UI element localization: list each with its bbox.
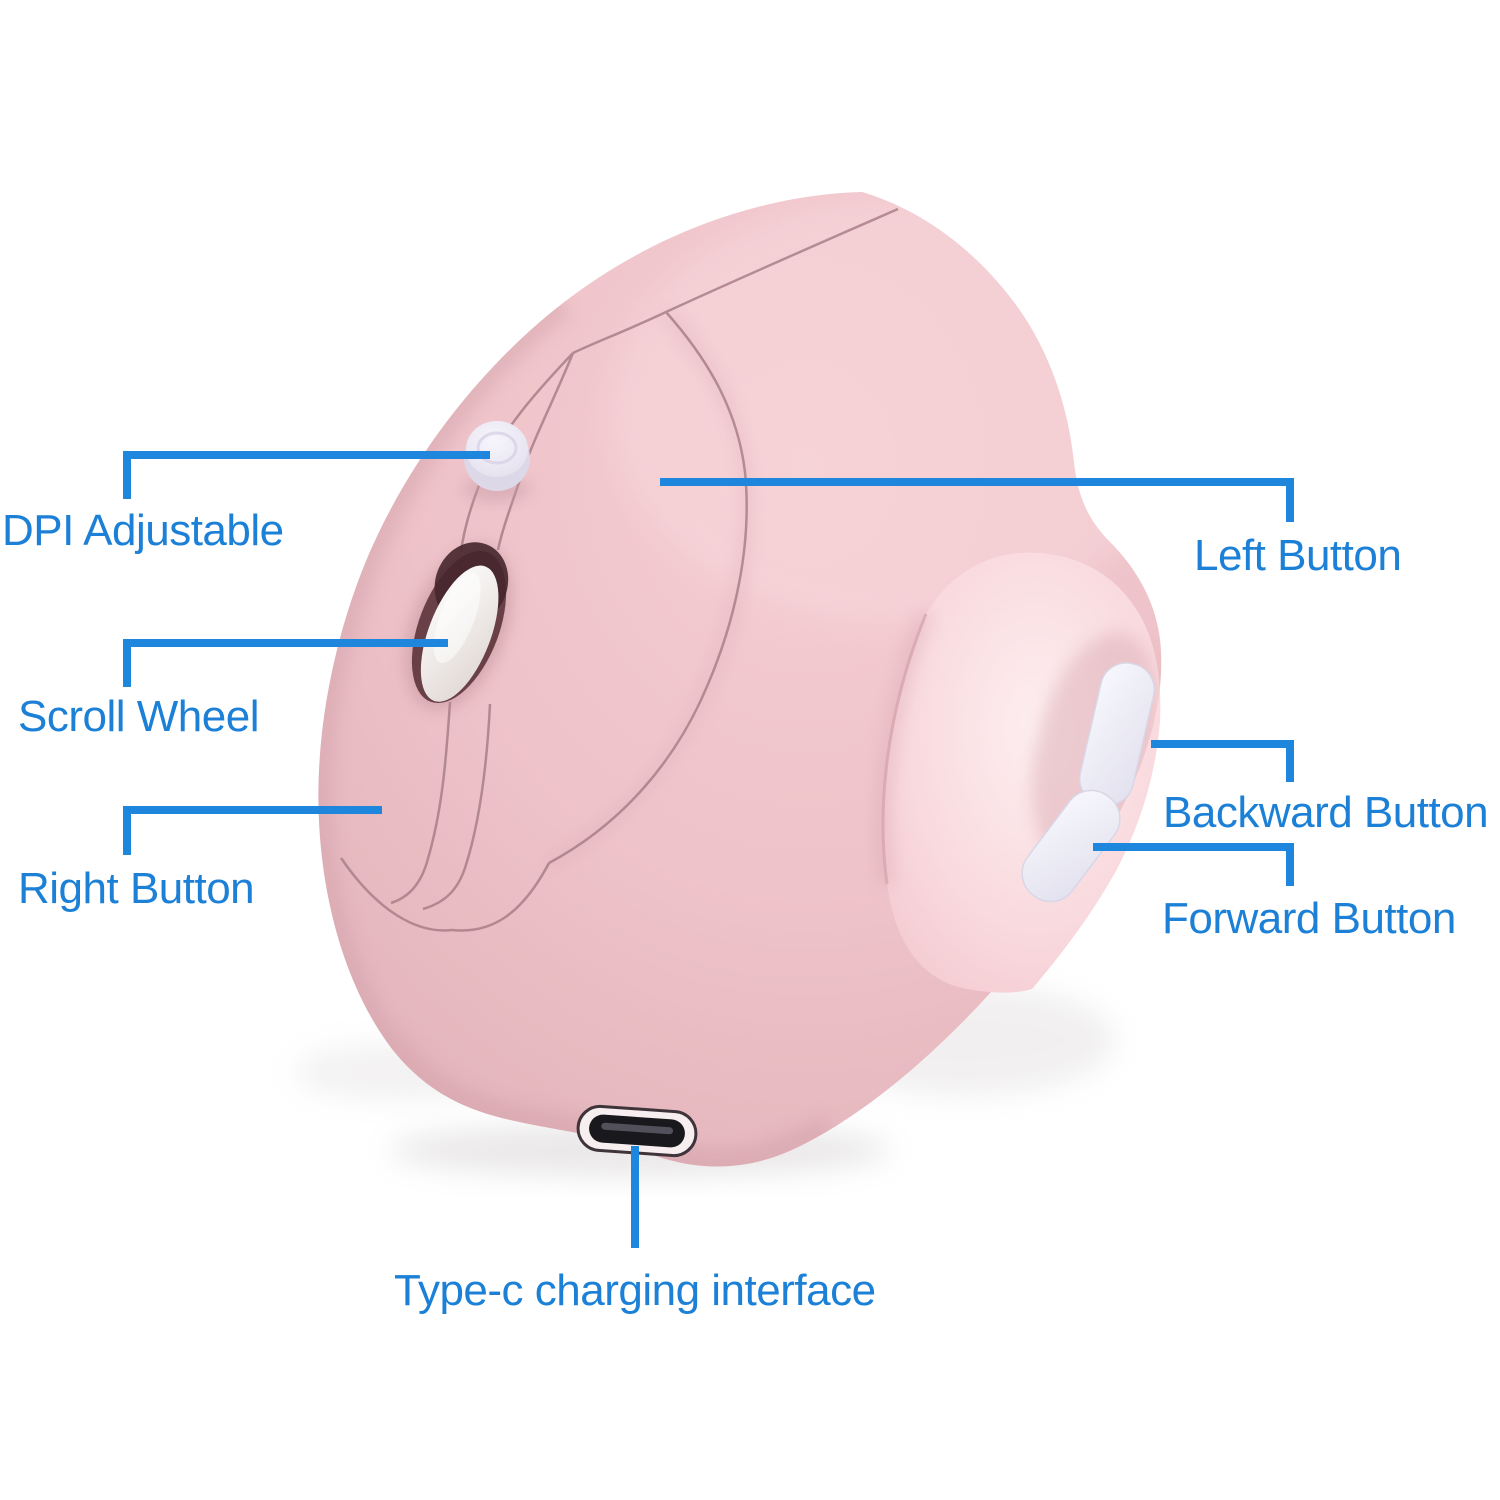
backward-callout-line-v bbox=[1286, 740, 1294, 782]
front-panel-bottom-seam bbox=[339, 857, 551, 932]
forward-callout-line-h bbox=[1093, 843, 1294, 851]
typec-callout-line-v bbox=[631, 1146, 639, 1248]
right-callout-line-h bbox=[123, 806, 382, 814]
label-left-button: Left Button bbox=[1194, 531, 1402, 580]
dpi-callout-line-v bbox=[123, 451, 131, 499]
label-right-button: Right Button bbox=[18, 864, 255, 913]
dpi-button bbox=[463, 421, 531, 501]
forward-callout-line-v bbox=[1286, 843, 1294, 886]
dpi-callout-line-h bbox=[123, 451, 490, 459]
label-backward-button: Backward Button bbox=[1163, 788, 1489, 837]
button-strip-right-seam-lower bbox=[422, 703, 492, 911]
scroll-wheel-assembly bbox=[406, 542, 512, 709]
label-scroll-wheel: Scroll Wheel bbox=[18, 692, 259, 741]
label-dpi-adjustable: DPI Adjustable bbox=[2, 506, 284, 555]
backward-callout-line-h bbox=[1151, 740, 1294, 748]
left-callout-line-v bbox=[1286, 478, 1294, 522]
left-callout-line-h bbox=[660, 478, 1294, 486]
usb-c-port bbox=[576, 1104, 698, 1158]
thumb-rest-crease-shadow bbox=[875, 610, 934, 886]
left-button-panel-seam bbox=[548, 311, 748, 865]
label-typec-interface: Type-c charging interface bbox=[394, 1266, 876, 1315]
forward-button bbox=[1021, 789, 1121, 903]
scroll-callout-line-h bbox=[123, 639, 448, 647]
scroll-callout-line-v bbox=[123, 639, 131, 687]
button-strip-left-seam-lower bbox=[390, 701, 452, 905]
right-callout-line-v bbox=[123, 806, 131, 855]
top-cap-seam bbox=[572, 207, 899, 355]
label-forward-button: Forward Button bbox=[1162, 894, 1456, 943]
